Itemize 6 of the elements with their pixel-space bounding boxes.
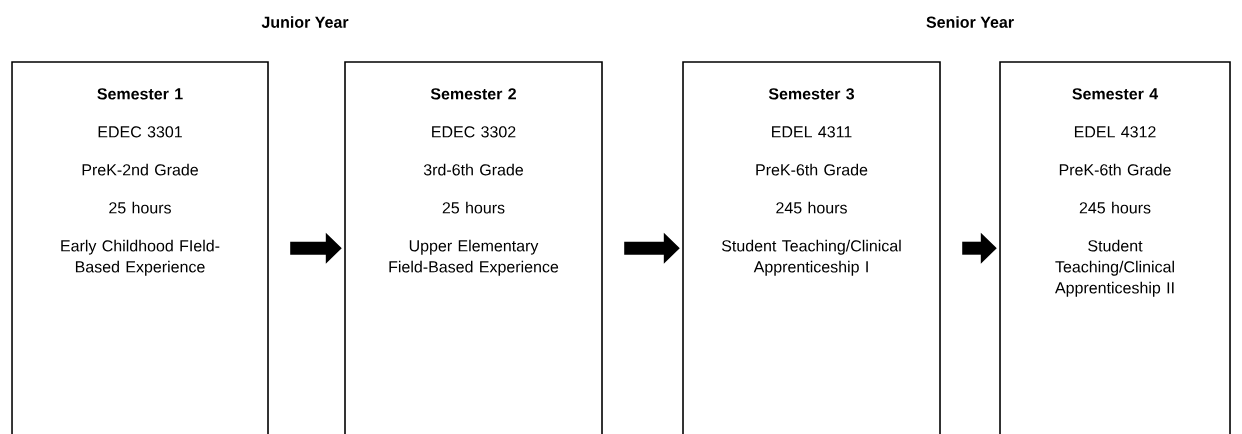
semester-box: Semester 4 EDEL 4312 PreK-6th Grade 245 hours Student Teaching/Clinical Apprenticeship II xyxy=(999,61,1231,434)
semester-box: Semester 1 EDEC 3301 PreK-2nd Grade 25 hours Early Childhood FIeld-Based Experience xyxy=(11,61,269,434)
semester-box: Semester 2 EDEC 3302 3rd-6th Grade 25 hours Upper Elementary Field-Based Experience xyxy=(344,61,603,434)
semester-box: Semester 3 EDEL 4311 PreK-6th Grade 245 hours Student Teaching/Clinical Apprenticeship I xyxy=(682,61,941,434)
year-heading: Junior Year xyxy=(261,16,349,28)
year-heading: Senior Year xyxy=(926,16,1014,28)
